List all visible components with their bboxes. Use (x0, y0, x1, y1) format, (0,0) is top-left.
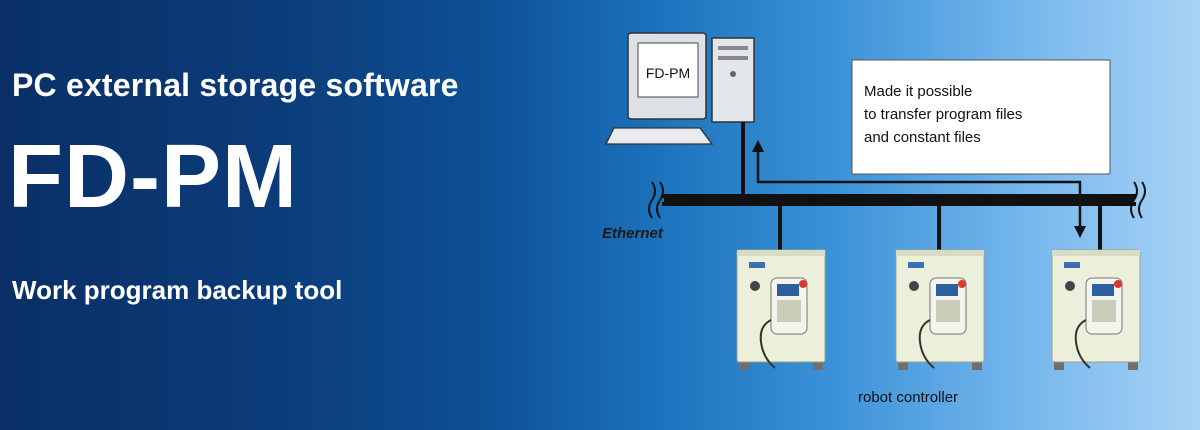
robot-controller-icon-1 (736, 249, 826, 371)
keyboard-icon (604, 127, 714, 145)
callout-line-3: and constant files (864, 129, 981, 146)
controller-caption: robot controller (858, 389, 958, 406)
pc-computer-icon: FD-PM (604, 32, 755, 145)
callout-box (851, 59, 1111, 175)
callout-line-1: Made it possible (864, 83, 972, 100)
robot-controller-icon-3 (1051, 249, 1141, 371)
product-tagline: Work program backup tool (12, 275, 343, 305)
ethernet-label: Ethernet (602, 225, 664, 242)
robot-controller-icon-2 (895, 249, 985, 371)
product-title: FD-PM (8, 127, 298, 227)
monitor-label: FD-PM (646, 65, 690, 81)
transfer-arrow (752, 140, 1086, 238)
callout-line-2: to transfer program files (864, 106, 1022, 123)
tower-icon (711, 37, 755, 123)
product-subtitle: PC external storage software (12, 67, 459, 103)
ethernet-bus-line (648, 181, 1146, 219)
